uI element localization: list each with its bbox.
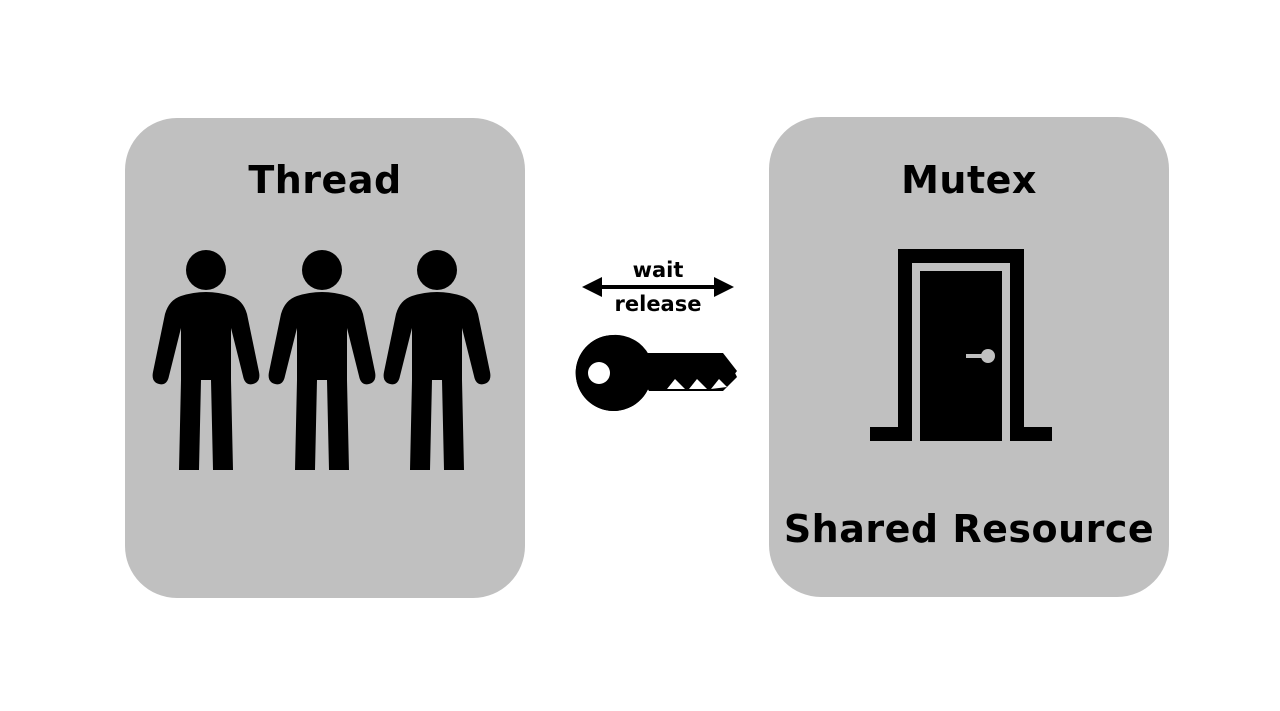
wait-label: wait <box>632 258 684 282</box>
door-icon <box>870 249 1052 441</box>
shared-resource-label: Shared Resource <box>783 507 1155 551</box>
release-label: release <box>614 292 702 316</box>
person-icon <box>268 250 376 470</box>
key-icon <box>575 334 737 411</box>
person-icon <box>383 250 491 470</box>
mutex-title: Mutex <box>901 158 1037 202</box>
double-arrow-icon <box>582 277 734 297</box>
thread-title: Thread <box>248 158 402 202</box>
wait-release-exchange: wait release <box>580 255 736 321</box>
person-icon <box>152 250 260 470</box>
